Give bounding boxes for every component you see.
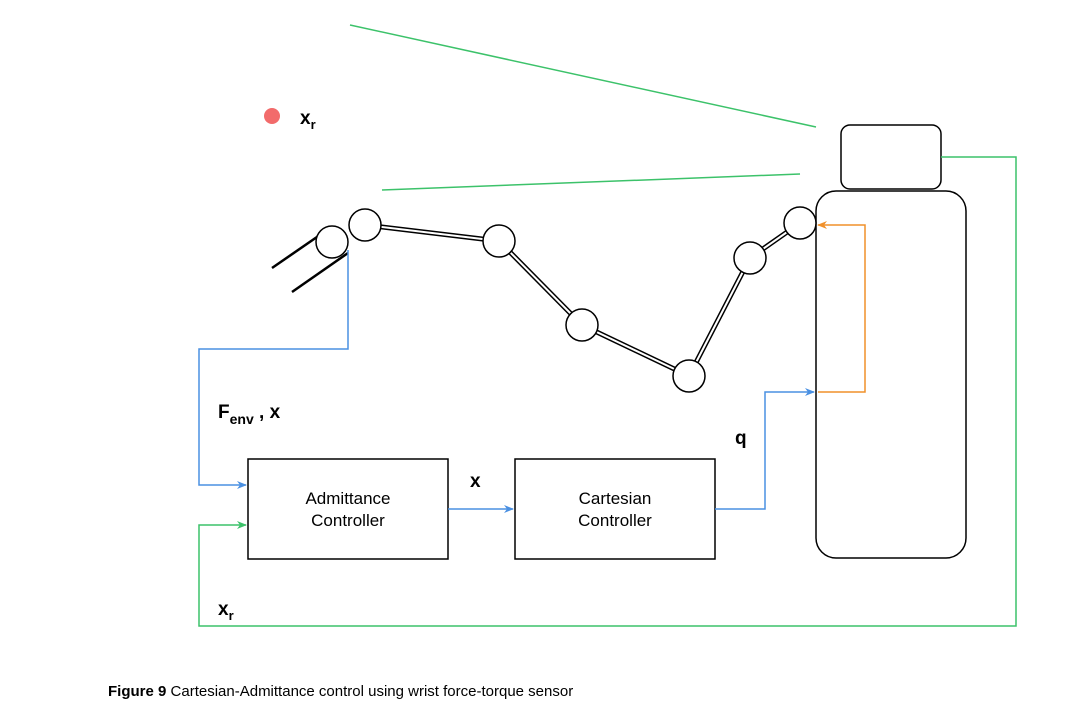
force-feedback-arrow: [198, 250, 349, 489]
figure-number: Figure 9: [108, 683, 167, 700]
robot-arm: [271, 206, 817, 393]
base-to-arm-arrow: [817, 221, 866, 393]
camera-fov-line-upper: [349, 24, 817, 128]
admittance-controller-box: [247, 458, 449, 560]
arm-joint: [348, 208, 382, 242]
figure-caption-text: Cartesian-Admittance control using wrist…: [166, 683, 574, 700]
gripper-finger-lower: [291, 251, 349, 294]
arm-joint: [783, 206, 817, 240]
reference-feedback-arrow: [198, 156, 1017, 627]
arm-joint: [733, 241, 767, 275]
cartesian-controller-box: [514, 458, 716, 560]
figure-caption: Figure 9 Cartesian-Admittance control us…: [108, 683, 573, 700]
reference-point-dot: [264, 108, 280, 124]
arm-joint: [565, 308, 599, 342]
cartesian-controller-label-line1: Cartesian: [579, 489, 652, 508]
cartesian-controller-label-line2: Controller: [578, 511, 652, 530]
q-label: q: [735, 428, 747, 449]
xr-feedback-label: xr: [218, 599, 234, 623]
robot-base: [815, 190, 967, 559]
arm-link: [364, 220, 802, 379]
admittance-controller-label-line1: Admittance: [305, 489, 390, 508]
arm-joint: [482, 224, 516, 258]
camera-box: [840, 124, 942, 190]
joint-command-arrow: [715, 388, 815, 510]
admittance-controller-label-line2: Controller: [311, 511, 385, 530]
camera-fov-line-lower: [381, 173, 801, 191]
wrist-sensor-joint: [315, 225, 349, 259]
fenv-x-label: Fenv , x: [218, 402, 281, 427]
arm-joint: [672, 359, 706, 393]
x-command-label: x: [470, 471, 481, 492]
arm-link-inner: [364, 222, 801, 377]
xr-reference-label: xr: [300, 108, 316, 132]
